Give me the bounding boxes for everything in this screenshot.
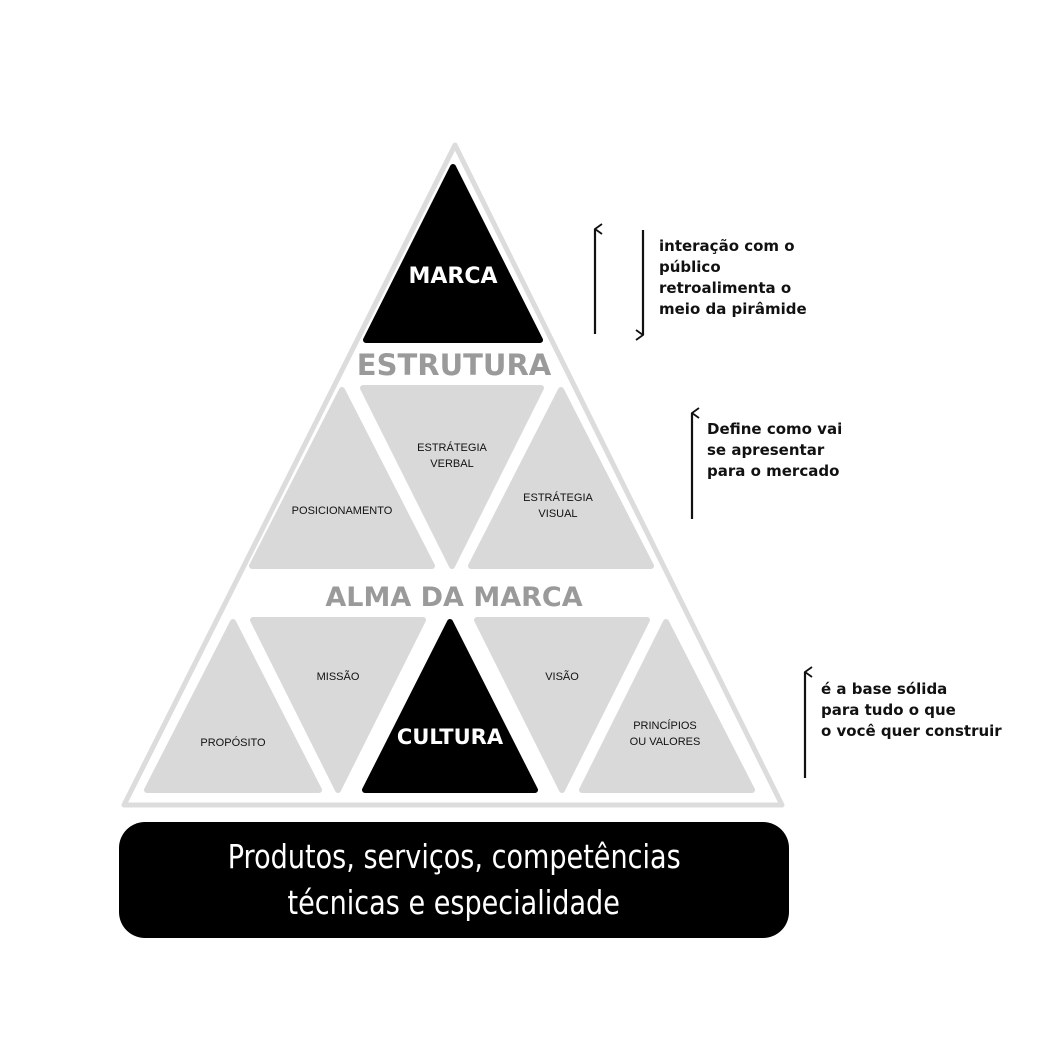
- cultura-triangle: [362, 619, 538, 793]
- cultura-label: CULTURA: [397, 725, 504, 749]
- estrategia-verbal-triangle: [360, 385, 544, 569]
- marca-triangle: [363, 164, 543, 343]
- base-line-2: técnicas e especialidade: [287, 883, 621, 922]
- principios-triangle: [579, 619, 755, 793]
- note-top-line: retroalimenta o: [659, 279, 792, 297]
- alma-da-marca-label: ALMA DA MARCA: [325, 582, 582, 613]
- note-top-line: interação com o: [659, 237, 795, 255]
- note-middle: Define como vai se apresentar para o mer…: [707, 419, 842, 482]
- note-top: interação com o público retroalimenta o …: [659, 236, 807, 320]
- visao-label: VISÃO: [545, 670, 579, 683]
- estrategia-visual-line2: VISUAL: [538, 508, 577, 520]
- note-middle-line: para o mercado: [707, 462, 840, 480]
- note-middle-line: Define como vai: [707, 420, 843, 438]
- estrategia-visual-line1: ESTRÁTEGIA: [523, 491, 593, 504]
- note-bottom-line: o você quer construir: [821, 722, 1002, 740]
- base-foundation-box: Produtos, serviços, competências técnica…: [119, 822, 789, 938]
- missao-label: MISSÃO: [317, 670, 360, 683]
- principios-line1: PRINCÍPIOS: [633, 719, 697, 732]
- estrutura-label: ESTRUTURA: [357, 348, 552, 382]
- note-bottom-line: é a base sólida: [821, 680, 948, 698]
- visao-triangle: [474, 617, 650, 793]
- note-bottom: é a base sólida para tudo o que o você q…: [821, 679, 1002, 742]
- marca-label: MARCA: [408, 264, 497, 289]
- missao-triangle: [250, 617, 426, 793]
- note-middle-line: se apresentar: [707, 441, 825, 459]
- posicionamento-triangle: [249, 387, 435, 569]
- posicionamento-label: POSICIONAMENTO: [292, 505, 393, 517]
- note-bottom-line: para tudo o que: [821, 701, 956, 719]
- base-line-1: Produtos, serviços, competências: [227, 837, 681, 876]
- estrategia-visual-triangle: [468, 387, 654, 569]
- note-top-line: público: [659, 258, 721, 276]
- proposito-triangle: [144, 619, 322, 793]
- estrategia-verbal-line1: ESTRÁTEGIA: [417, 441, 487, 454]
- estrategia-verbal-line2: VERBAL: [430, 458, 473, 470]
- principios-line2: OU VALORES: [630, 736, 701, 748]
- proposito-label: PROPÓSITO: [200, 736, 266, 749]
- note-top-line: meio da pirâmide: [659, 300, 807, 318]
